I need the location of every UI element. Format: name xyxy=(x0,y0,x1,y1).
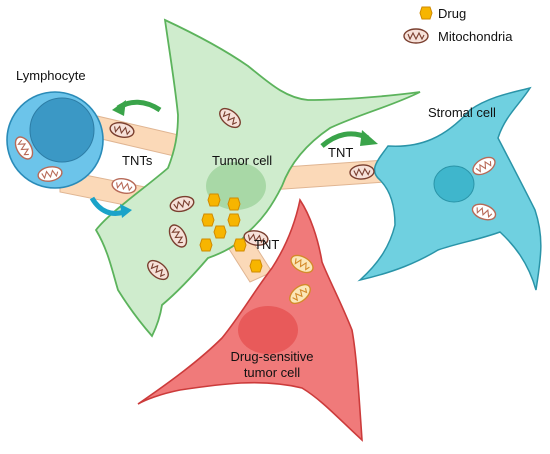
label-tnt-right: TNT xyxy=(328,145,353,160)
arrow-green-left xyxy=(112,99,162,116)
label-tnt-lower: TNT xyxy=(254,237,279,252)
drug-icon xyxy=(419,6,433,20)
stromal-nucleus xyxy=(433,165,475,203)
arrow-green-right xyxy=(320,130,378,148)
legend: Drug Mitochondria xyxy=(403,6,513,44)
lymphocyte-cell xyxy=(6,91,104,189)
legend-drug-label: Drug xyxy=(438,6,466,21)
tumor-cell xyxy=(94,18,421,338)
stromal-cell xyxy=(357,86,542,291)
label-drug-sensitive-line2: tumor cell xyxy=(244,365,300,380)
arrow-blue-lower xyxy=(89,196,132,218)
mitochondria-icon xyxy=(403,28,429,44)
label-stromal-cell: Stromal cell xyxy=(428,105,496,120)
label-tnts: TNTs xyxy=(122,153,153,168)
lymphocyte-nucleus xyxy=(29,97,95,163)
drug-sensitive-tumor-cell xyxy=(137,197,363,442)
label-drug-sensitive-line1: Drug-sensitive xyxy=(230,349,313,364)
label-tumor-cell: Tumor cell xyxy=(212,153,272,168)
sensitive-nucleus xyxy=(238,306,298,354)
label-lymphocyte: Lymphocyte xyxy=(16,68,86,83)
tumor-nucleus xyxy=(206,162,266,210)
legend-mitochondria-label: Mitochondria xyxy=(438,29,513,44)
